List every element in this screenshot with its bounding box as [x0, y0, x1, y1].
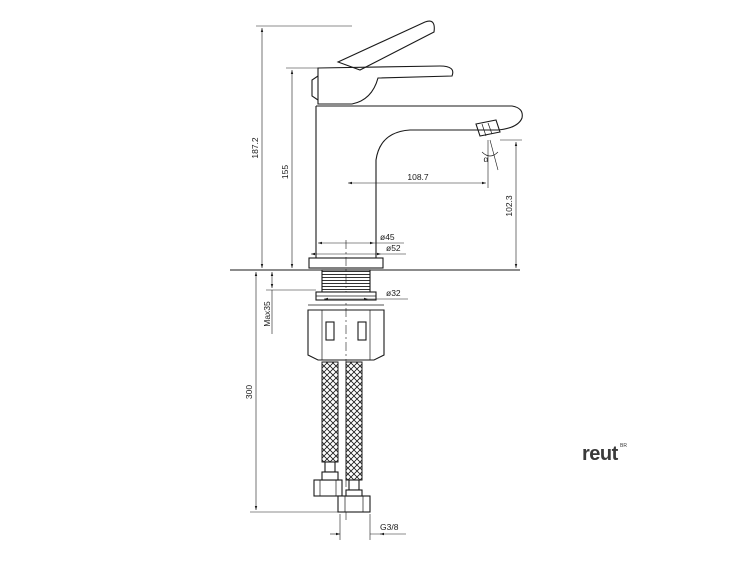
- dim-shank-diameter: ø32: [386, 288, 401, 298]
- brand-logo: reut BR: [582, 443, 627, 465]
- dim-total-height: 187.2: [250, 137, 260, 159]
- braided-hose-right: [345, 361, 363, 481]
- dim-connection: G3/8: [380, 522, 399, 532]
- threaded-shank: [321, 269, 371, 293]
- brand-name: reut: [582, 443, 619, 465]
- brand-superscript: BR: [620, 443, 627, 449]
- dim-spout-height: 155: [280, 165, 290, 179]
- dim-spout-reach: 108.7: [407, 172, 429, 182]
- handle-lever: [336, 20, 435, 71]
- dim-aerator-height: 102.3: [504, 195, 514, 217]
- dim-hose-length: 300: [244, 385, 254, 399]
- hose-nut-left: [313, 479, 343, 497]
- spout: [316, 105, 523, 258]
- dim-angle: α: [484, 154, 489, 164]
- dim-body-diameter: ø45: [380, 232, 395, 242]
- aerator: [475, 119, 501, 137]
- fixing-nut: [307, 309, 385, 361]
- dimensions: 187.2 155 108.7 α 102.3 ø45 ø52 ø32: [230, 25, 522, 540]
- braided-hose-left: [321, 361, 339, 463]
- dim-base-diameter: ø52: [386, 243, 401, 253]
- handle-base: [317, 65, 454, 105]
- hose-nut-right: [337, 495, 371, 513]
- dim-max-deck: Max35: [262, 301, 272, 327]
- faucet-body: [230, 20, 523, 520]
- under-deck-assembly: [307, 269, 385, 513]
- handle-knob: [311, 75, 319, 101]
